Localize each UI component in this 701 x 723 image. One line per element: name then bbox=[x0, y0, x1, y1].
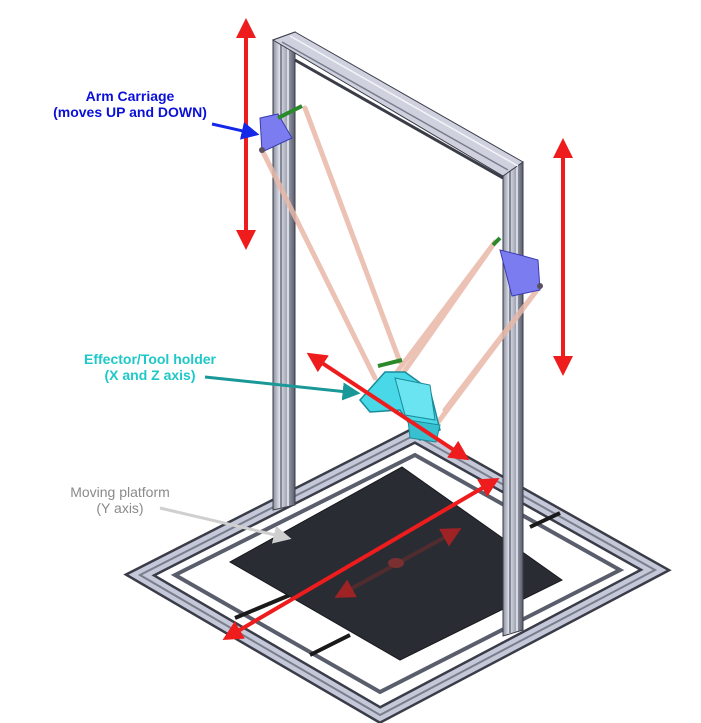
motion-arrows bbox=[222, 17, 573, 641]
arm-carriage-label: Arm Carriage (moves UP and DOWN) bbox=[30, 88, 230, 120]
double-arrow-icon bbox=[222, 477, 500, 641]
effector-label-line2: (X and Z axis) bbox=[104, 367, 196, 383]
arm-carriage-right bbox=[491, 236, 543, 297]
pointer-arrows bbox=[159, 122, 361, 544]
platform-label-line1: Moving platform bbox=[70, 484, 170, 500]
effector-label-line1: Effector/Tool holder bbox=[84, 351, 216, 367]
arm-carriage-label-line1: Arm Carriage bbox=[85, 88, 175, 104]
effector-label: Effector/Tool holder (X and Z axis) bbox=[60, 351, 240, 383]
double-arrow-icon bbox=[306, 352, 470, 461]
platform-label-line2: (Y axis) bbox=[96, 500, 144, 516]
arm-carriage-label-line2: (moves UP and DOWN) bbox=[53, 104, 207, 120]
platform-label: Moving platform (Y axis) bbox=[40, 484, 200, 516]
arm-carriage-left bbox=[259, 104, 303, 153]
